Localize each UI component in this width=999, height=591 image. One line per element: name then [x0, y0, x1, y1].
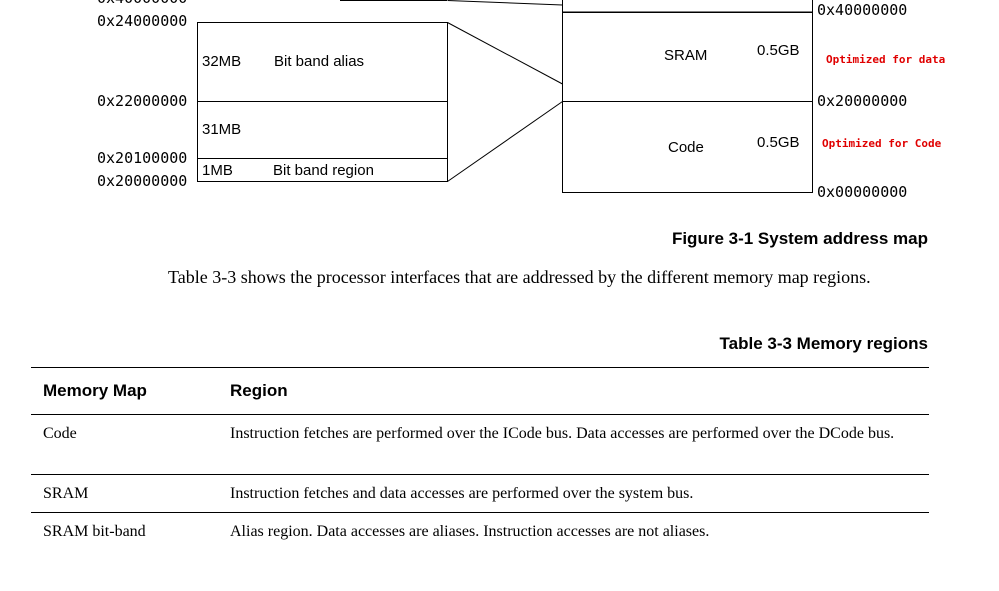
address-label: 0x24000000 [97, 12, 188, 30]
figure-caption: Figure 3-1 System address map [671, 229, 928, 248]
table-cell-region: Instruction fetches and data accesses ar… [230, 485, 694, 502]
alias-size-label: 32MB [202, 53, 242, 70]
code-optimization-note: Optimized for Code [822, 137, 942, 150]
system-address-map-diagram [197, 0, 813, 193]
mid-size-label: 31MB [202, 121, 242, 138]
address-label: 0x20100000 [97, 149, 188, 167]
alias-label: Bit band alias [274, 53, 365, 70]
table-cell-region: Instruction fetches are performed over t… [230, 425, 895, 442]
address-label: 0x00000000 [817, 183, 908, 201]
code-size-label: 0.5GB [757, 134, 800, 151]
region-size-label: 1MB [202, 162, 233, 179]
table-caption: Table 3-3 Memory regions [719, 334, 928, 353]
table-header-region: Region [230, 381, 288, 400]
address-label: 0x20000000 [97, 172, 188, 190]
connector-line-top [447, 22, 563, 85]
sram-size-label: 0.5GB [757, 42, 800, 59]
code-label: Code [668, 139, 704, 156]
table-cell-map: SRAM [43, 485, 89, 502]
table-header-rule [31, 414, 929, 415]
table-row-divider [31, 474, 929, 475]
body-paragraph: Table 3-3 shows the processor interfaces… [168, 267, 871, 287]
address-label: 0x20000000 [817, 92, 908, 110]
table-cell-region: Alias region. Data accesses are aliases.… [230, 523, 710, 540]
sram-label: SRAM [664, 47, 708, 64]
table-cell-map: Code [43, 425, 77, 442]
table-row-divider [31, 512, 929, 513]
table-cell-map: SRAM bit-band [43, 523, 146, 540]
address-label: 0x40000000 [97, 0, 187, 6]
upper-region-block [562, 0, 813, 13]
bit-band-region-block [197, 158, 448, 182]
connector-line-bottom [447, 101, 563, 182]
table-header-memory-map: Memory Map [43, 381, 147, 400]
region-label: Bit band region [273, 162, 374, 179]
code-block [562, 101, 813, 193]
sram-optimization-note: Optimized for data [826, 53, 946, 66]
address-label: 0x40000000 [817, 1, 908, 19]
address-label: 0x22000000 [97, 92, 188, 110]
table-top-rule [31, 367, 929, 368]
